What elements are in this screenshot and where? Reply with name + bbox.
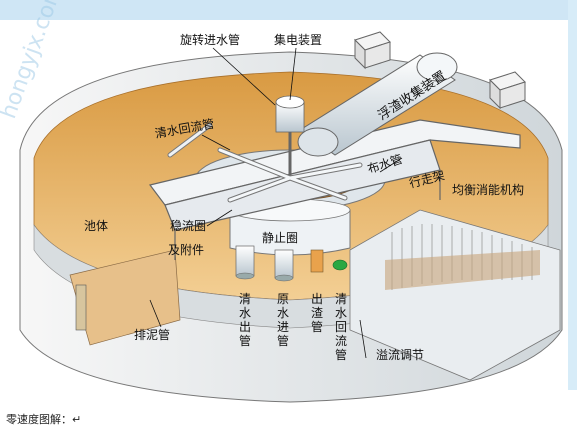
label-overflow: 溢流调节: [376, 348, 425, 362]
label-tank-body: 池体: [84, 219, 109, 233]
label-clear-return-vertical: 清水回流管: [334, 292, 347, 362]
label-balance: 均衡消能机构: [452, 183, 525, 197]
clear-outlet-pipe: [235, 245, 255, 277]
label-stabilizer: 稳流圈: [170, 219, 207, 233]
scum-collector: [297, 52, 458, 157]
leader-lines: [149, 47, 403, 359]
scum-outlet-pipe: [310, 249, 324, 273]
label-sludge-pipe: 排泥管: [134, 328, 171, 342]
lamella-base: [385, 250, 540, 290]
label-rotating-inlet: 旋转进水管: [180, 33, 241, 47]
side-gauge: [75, 284, 87, 331]
label-attachments: 及附件: [168, 243, 205, 257]
label-scum-outlet: 出渣管: [310, 292, 323, 334]
top-strip: [0, 0, 577, 20]
right-edge-strip: [568, 0, 577, 390]
right-end-box: [489, 71, 526, 110]
raw-inlet-pipe: [274, 249, 294, 279]
rail-end-box: [354, 31, 391, 70]
diagram-caption: 零速度图解：↵: [6, 413, 82, 426]
label-collector: 集电装置: [274, 33, 323, 47]
label-raw-inlet: 原水进管: [276, 292, 289, 348]
label-still-ring: 静止圈: [262, 231, 299, 245]
label-clear-outlet: 清水出管: [238, 292, 251, 348]
green-return-pipe: [332, 259, 348, 271]
